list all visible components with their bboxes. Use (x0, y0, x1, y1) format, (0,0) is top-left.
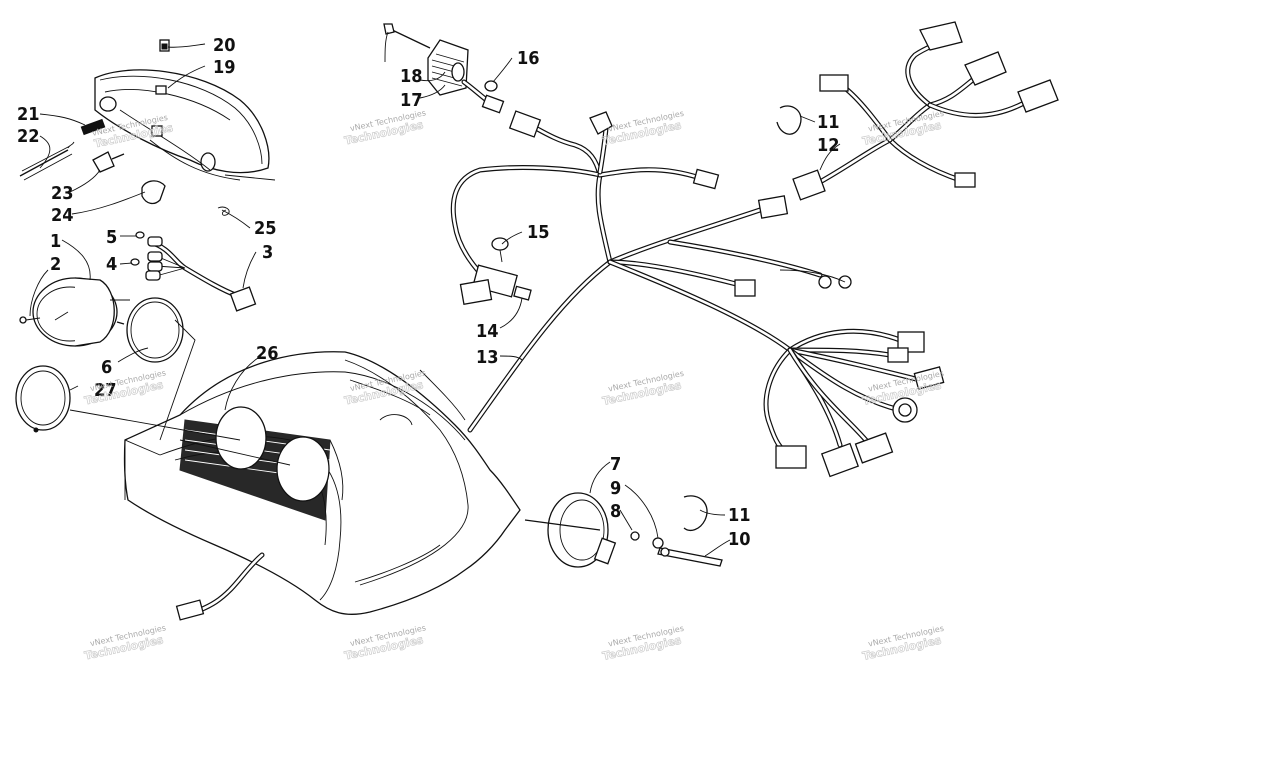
headlight-assembly (94, 69, 276, 181)
callout-27: 27 (94, 380, 117, 401)
callout-14: 14 (476, 321, 499, 342)
instrument-console-hood (123, 351, 521, 615)
callout-23: 23 (51, 183, 74, 204)
callout-20: 20 (213, 35, 236, 56)
rubber-boot (141, 180, 166, 205)
callout-17: 17 (400, 90, 423, 111)
bulb-socket (92, 151, 125, 173)
callout-12: 12 (817, 135, 840, 156)
leader-lines (29, 31, 841, 557)
callout-3: 3 (262, 242, 273, 263)
callout-19: 19 (213, 57, 236, 78)
callout-5: 5 (106, 227, 117, 248)
callout-26: 26 (256, 343, 279, 364)
callout-16: 16 (517, 48, 540, 69)
clip-part (159, 39, 170, 52)
callout-6: 6 (101, 357, 112, 378)
callout-labels: 20 19 21 22 23 24 25 1 5 3 2 4 6 27 26 1… (17, 35, 840, 550)
callout-10: 10 (728, 529, 751, 550)
callout-2: 2 (50, 254, 61, 275)
harness-connector (459, 237, 532, 306)
callout-11-bottom: 11 (728, 505, 751, 526)
speedometer-gauge (19, 277, 125, 347)
voltage-regulator (383, 23, 505, 114)
callout-24: 24 (51, 205, 74, 226)
wire-clip (217, 206, 230, 216)
callout-18: 18 (400, 66, 423, 87)
callout-21: 21 (17, 104, 40, 125)
callout-4: 4 (106, 254, 117, 275)
callout-9: 9 (610, 478, 621, 499)
console-pigtail (175, 552, 265, 621)
sub-harness (776, 21, 1059, 201)
speedometer-drive (524, 492, 723, 568)
callout-15: 15 (527, 222, 550, 243)
connector-cluster (763, 328, 945, 478)
callout-13: 13 (476, 347, 499, 368)
main-wiring-harness (450, 110, 852, 433)
callout-22: 22 (17, 126, 40, 147)
gauge-pigtail-harness (130, 231, 257, 312)
callout-1: 1 (50, 231, 61, 252)
gauge-bezel (15, 365, 71, 433)
callout-25: 25 (254, 218, 277, 239)
callout-7: 7 (610, 454, 621, 475)
callout-11-top: 11 (817, 112, 840, 133)
gauge-seal-ring (126, 297, 184, 363)
callout-8: 8 (610, 501, 621, 522)
